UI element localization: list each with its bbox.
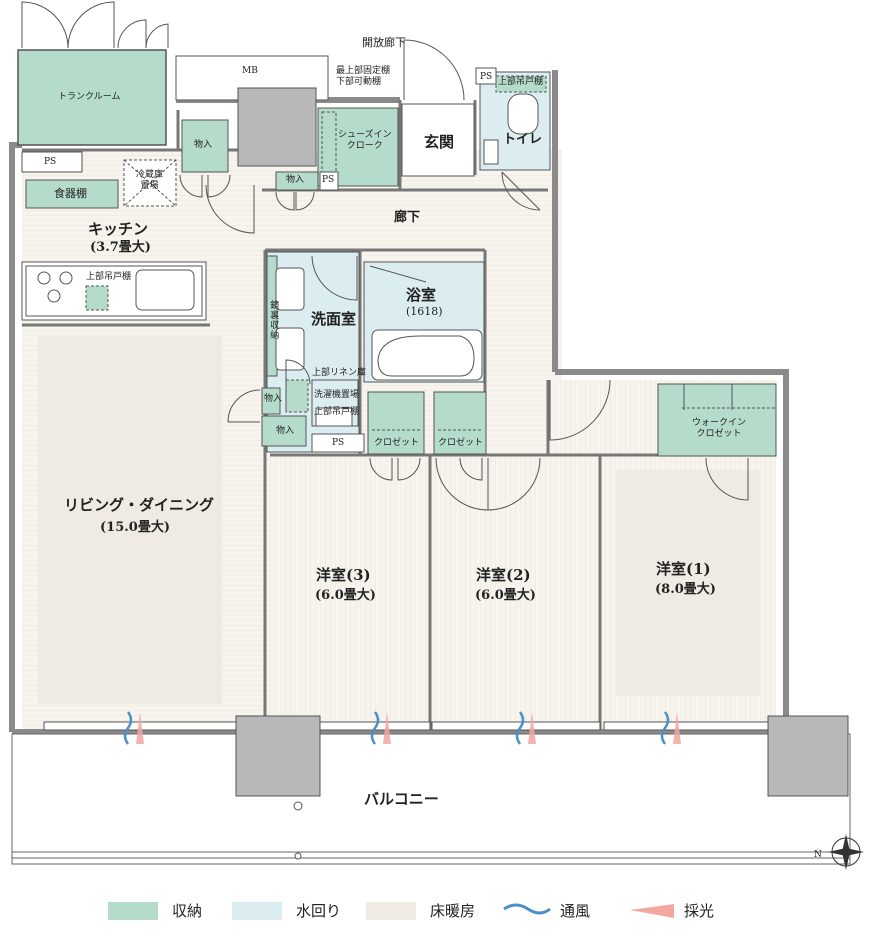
- walk-in-closet-label: ウォークイン クロゼット: [692, 418, 747, 440]
- corridor-label: 廊下: [394, 210, 421, 225]
- legend-wind-label: 通風: [560, 902, 591, 920]
- balcony-column-left: [235, 715, 321, 797]
- living-size-label: (15.0畳大): [100, 520, 170, 535]
- storage-4-label: 物入: [276, 426, 295, 436]
- storage-box-1: [181, 119, 229, 173]
- bathroom-label: 浴室: [406, 286, 437, 304]
- floor-heating-room1: [616, 470, 760, 696]
- entrance-label: 玄関: [424, 133, 455, 151]
- drain-icon: [293, 801, 303, 811]
- living-dining-label: リビング・ダイニング: [64, 496, 215, 514]
- light-icons: [136, 712, 681, 744]
- open-corridor-label: 開放廊下: [362, 36, 406, 49]
- ps-left-label: PS: [44, 157, 57, 167]
- upper-linen-label: 上部リネン庫: [312, 368, 367, 378]
- lower-movable-shelf-label: 下部可動棚: [336, 77, 382, 87]
- mirror-storage: [266, 255, 278, 377]
- bathroom-size-label: (1618): [406, 305, 443, 318]
- toilet-label: トイレ: [503, 132, 543, 147]
- dish-shelf-label: 食器棚: [54, 187, 87, 200]
- ps-small-label: PS: [322, 175, 335, 185]
- legend-water-label: 水回り: [296, 902, 342, 920]
- storage-1-label: 物入: [194, 140, 213, 150]
- kitchen-size-label: (3.7畳大): [90, 240, 151, 255]
- upper-cabinet-wash-label: 上部吊戸棚: [314, 407, 360, 417]
- ps-top-right-label: PS: [480, 72, 493, 82]
- washer-label: 洗濯機置場: [314, 390, 360, 400]
- entrance-floor: [401, 103, 475, 177]
- upper-cabinet-kitchen-label: 上部吊戸棚: [86, 272, 132, 282]
- wind-icons: [123, 711, 670, 745]
- storage-box-3: [261, 387, 281, 415]
- room3-size-label: (6.0畳大): [315, 588, 376, 603]
- trunk-room-label: トランクルーム: [58, 92, 121, 102]
- toilet-fixture: [507, 93, 539, 135]
- storage-box-4: [261, 415, 307, 447]
- mb-label: MB: [242, 66, 258, 76]
- closet-2-label: クロゼット: [438, 438, 484, 448]
- shoes-in-closet-label: シューズイン クローク: [338, 130, 392, 152]
- storage-box-2: [275, 171, 319, 191]
- room1-label: 洋室(1): [656, 560, 711, 578]
- kitchen-upper-cabinet: [85, 285, 109, 311]
- room2-size-label: (6.0畳大): [475, 588, 536, 603]
- balcony-label: バルコニー: [364, 790, 439, 808]
- kitchen-sink: [135, 269, 195, 311]
- room1-size-label: (8.0畳大): [655, 582, 716, 597]
- trunk-room-doors: [21, 1, 169, 49]
- upper-cabinet-toilet-label: 上部吊戸棚: [498, 77, 544, 87]
- top-fixed-shelf-label: 最上部固定棚: [336, 66, 391, 76]
- legend-floor-heating-label: 床暖房: [430, 902, 476, 920]
- dish-shelf: [25, 179, 119, 209]
- stove-burners-icon: [37, 271, 73, 303]
- legend: 収納 水回り 床暖房 通風 採光: [0, 900, 869, 926]
- closet-2: [433, 391, 487, 455]
- room2-label: 洋室(2): [476, 566, 531, 584]
- legend-water-swatch: [232, 901, 282, 920]
- walk-in-closet: [657, 383, 777, 457]
- ps-wash-box: [311, 433, 365, 453]
- balcony-column-right: [767, 715, 849, 797]
- compass-icon: [828, 834, 864, 870]
- legend-light-label: 採光: [684, 902, 715, 920]
- ps-left-box: [21, 151, 83, 173]
- floor-heating-living: [38, 336, 222, 704]
- storage-2-label: 物入: [286, 175, 305, 185]
- legend-floor-heating-swatch: [366, 901, 416, 920]
- trunk-room: [17, 49, 167, 146]
- legend-storage-swatch: [108, 901, 158, 920]
- washroom-label: 洗面室: [311, 310, 357, 328]
- closet-1: [367, 391, 425, 455]
- front-door-swing: [403, 39, 465, 101]
- storage-3-label: 物入: [264, 394, 283, 404]
- window-sills: [43, 721, 769, 731]
- north-label: N: [814, 850, 822, 860]
- legend-water: 水回り: [232, 900, 341, 921]
- legend-light: 採光: [626, 900, 714, 921]
- legend-wind: 通風: [502, 900, 590, 921]
- legend-storage: 収納: [108, 900, 202, 921]
- closet-1-label: クロゼット: [374, 438, 420, 448]
- wind-icon: [503, 903, 551, 914]
- room3-label: 洋室(3): [316, 566, 371, 584]
- ps-small-box: [319, 171, 339, 191]
- fridge-label: 冷蔵庫 置場: [136, 170, 164, 192]
- legend-floor-heating: 床暖房: [366, 900, 475, 921]
- kitchen-label: キッチン: [88, 220, 149, 238]
- structural-column: [237, 87, 317, 167]
- mirror-storage-label: 鏡裏収納: [268, 300, 279, 340]
- legend-storage-label: 収納: [172, 902, 203, 920]
- ps-wash-label: PS: [332, 438, 345, 448]
- light-icon: [630, 903, 674, 918]
- balcony-area: [11, 715, 851, 865]
